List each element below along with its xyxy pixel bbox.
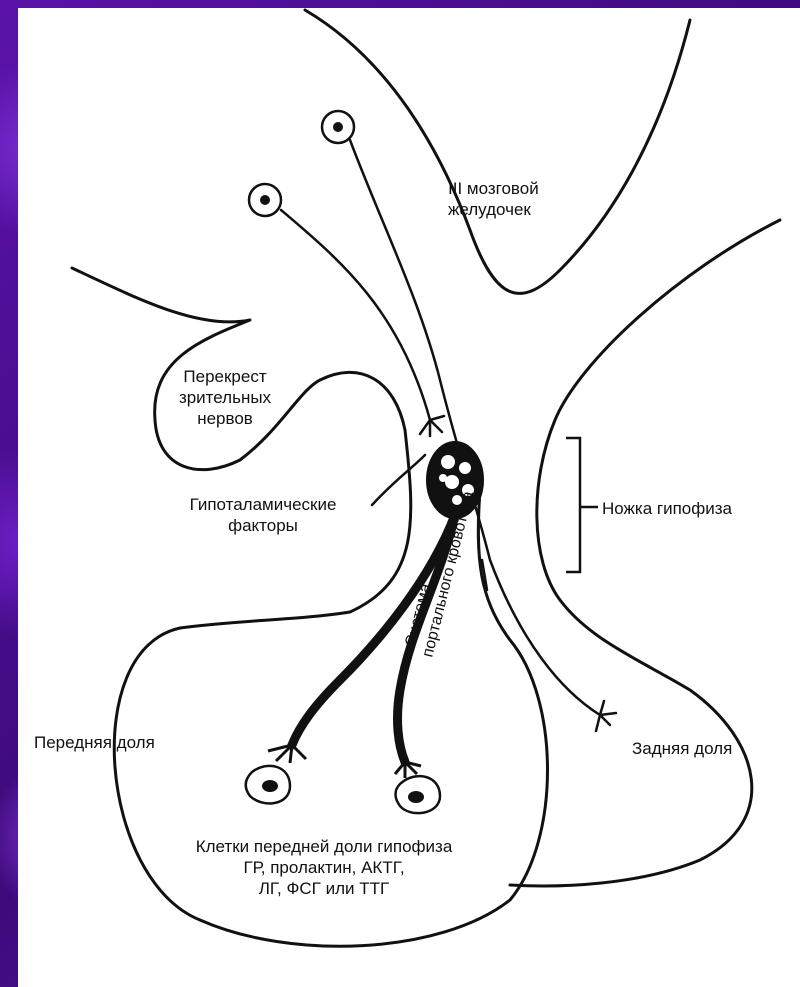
factors-pointer-line — [372, 455, 425, 505]
stalk-bracket — [566, 438, 598, 572]
posterior-lobe-label: Задняя доля — [632, 738, 732, 759]
anterior-lobe-label: Передняя доля — [34, 732, 155, 753]
posterior-lobe-outline — [510, 220, 780, 886]
axon-terminal-left — [420, 416, 444, 436]
vessel-branch-left — [268, 745, 306, 763]
optic-chiasm-label: Перекрест зрительных нервов — [160, 366, 290, 429]
stalk-label: Ножка гипофиза — [602, 498, 732, 519]
neuron-axon-left — [281, 210, 430, 420]
hypothalamic-factors-label: Гипоталамические факторы — [152, 494, 374, 536]
anterior-cells — [246, 766, 440, 813]
neuron-nucleus-right — [333, 122, 343, 132]
third-ventricle-outline — [305, 10, 690, 293]
anterior-cells-label: Клетки передней доли гипофиза ГР, пролак… — [128, 836, 520, 899]
neuron-nucleus-left — [260, 195, 270, 205]
axon-terminal-right — [596, 701, 616, 731]
ventricle-label: III мозговой желудочек — [448, 178, 539, 220]
